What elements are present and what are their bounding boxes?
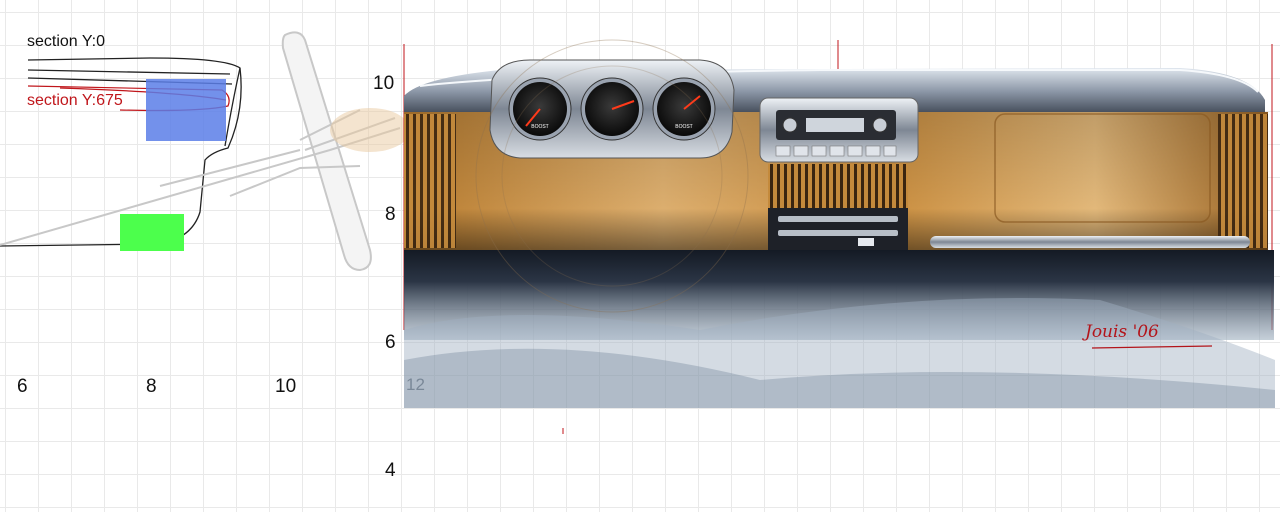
dash-lower [404, 250, 1274, 340]
console-slot-1 [778, 216, 898, 222]
glovebox [994, 113, 1211, 223]
steering-wheel-sketch [0, 31, 401, 272]
section-y0-label: section Y:0 [27, 33, 105, 50]
inner-tick-12: 12 [406, 375, 425, 394]
gauge-left [508, 77, 572, 141]
radio-preset-buttons [775, 145, 897, 157]
section-y675-label: section Y:675 [27, 92, 123, 109]
floor-shadow-2 [404, 348, 1275, 408]
blue-block [146, 79, 226, 141]
radio-knob-right [872, 117, 888, 133]
console-slot-2 [778, 230, 898, 236]
wheel-ghost-inner [501, 65, 723, 287]
vent-right [1218, 114, 1268, 248]
y-tick-4: 4 [385, 460, 396, 481]
console-switch [858, 238, 874, 246]
column-shadow [330, 108, 410, 152]
radio-dial [806, 118, 864, 132]
gauge-right [652, 77, 716, 141]
x-tick-10: 10 [275, 376, 297, 397]
console-lower [768, 208, 908, 250]
y-tick-8: 8 [385, 204, 396, 225]
gauge-right-label: BOOST [675, 124, 693, 130]
gauge-left-label: BOOST [531, 124, 549, 130]
lower-chrome-rail [930, 236, 1250, 248]
gauge-center [580, 77, 644, 141]
radio-knob-left [782, 117, 798, 133]
signature-underline [1091, 345, 1213, 349]
console-slats [768, 164, 908, 208]
y-tick-6: 6 [385, 332, 396, 353]
vent-left [404, 114, 456, 248]
designer-signature: Jouis '06 [1085, 322, 1159, 342]
green-block [120, 214, 184, 251]
floor-shadow [404, 298, 1275, 408]
y-tick-10: 10 [373, 73, 395, 94]
x-tick-6: 6 [17, 376, 28, 397]
wheel-ghost [475, 39, 749, 313]
x-tick-8: 8 [146, 376, 157, 397]
